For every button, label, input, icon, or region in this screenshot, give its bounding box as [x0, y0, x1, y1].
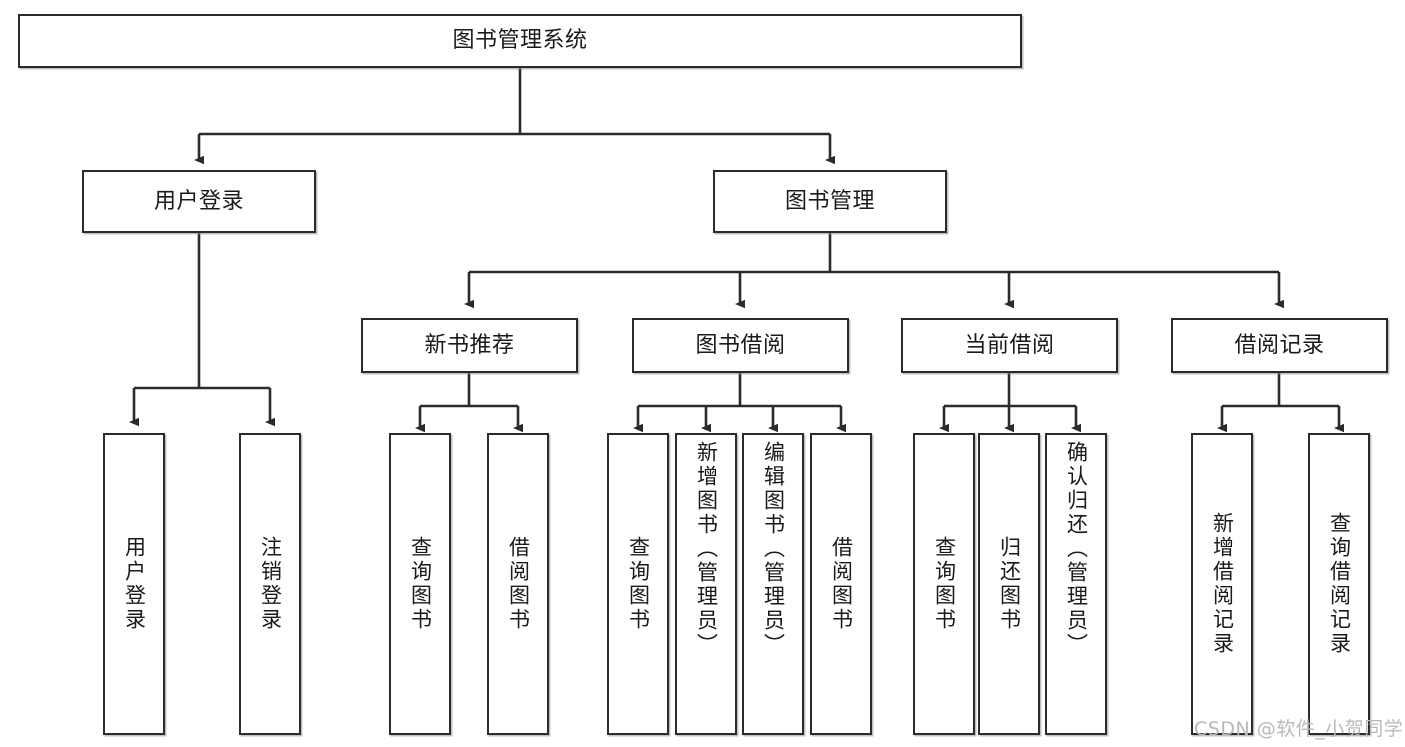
node-user-login[interactable]: 用户登录: [82, 170, 316, 233]
node-book-borrow[interactable]: 图书借阅: [632, 318, 849, 373]
node-label: 用户登录: [122, 536, 147, 632]
node-label: 确认归还（管理员）: [1064, 441, 1089, 657]
leaf-user-login[interactable]: 用户登录: [103, 433, 165, 735]
leaf-borrow-edit-book-admin[interactable]: 编辑图书（管理员）: [742, 433, 804, 735]
node-label: 查询图书: [932, 536, 957, 632]
node-label: 当前借阅: [964, 332, 1055, 358]
node-label: 查询图书: [408, 536, 433, 632]
node-new-book-recommend[interactable]: 新书推荐: [361, 318, 578, 373]
node-label: 查询图书: [626, 536, 651, 632]
node-label: 注销登录: [258, 536, 283, 632]
leaf-borrow-query-book[interactable]: 查询图书: [607, 433, 669, 735]
node-current-borrow[interactable]: 当前借阅: [901, 318, 1118, 373]
node-label: 用户登录: [153, 188, 244, 214]
leaf-borrow-borrow-book[interactable]: 借阅图书: [810, 433, 872, 735]
leaf-records-query-record[interactable]: 查询借阅记录: [1308, 433, 1370, 735]
leaf-user-logout[interactable]: 注销登录: [239, 433, 301, 735]
node-label: 查询借阅记录: [1327, 512, 1352, 656]
node-label: 借阅图书: [829, 536, 854, 632]
csdn-watermark: CSDN @软件_小贺同学: [1194, 718, 1404, 740]
node-label: 新书推荐: [424, 332, 515, 358]
node-root-system[interactable]: 图书管理系统: [18, 14, 1022, 68]
node-label: 借阅图书: [506, 536, 531, 632]
node-label: 新增图书（管理员）: [694, 441, 719, 657]
leaf-current-confirm-return-admin[interactable]: 确认归还（管理员）: [1045, 433, 1107, 735]
node-label: 图书借阅: [695, 332, 786, 358]
leaf-current-return-book[interactable]: 归还图书: [978, 433, 1040, 735]
node-label: 归还图书: [997, 536, 1022, 632]
node-label: 借阅记录: [1234, 332, 1325, 358]
leaf-current-query-book[interactable]: 查询图书: [913, 433, 975, 735]
leaf-newbook-borrow-book[interactable]: 借阅图书: [487, 433, 549, 735]
leaf-newbook-query-book[interactable]: 查询图书: [389, 433, 451, 735]
node-book-management[interactable]: 图书管理: [713, 170, 947, 233]
node-label: 编辑图书（管理员）: [761, 441, 786, 657]
node-label: 新增借阅记录: [1210, 512, 1235, 656]
node-borrow-records[interactable]: 借阅记录: [1171, 318, 1388, 373]
leaf-borrow-add-book-admin[interactable]: 新增图书（管理员）: [675, 433, 737, 735]
node-label: 图书管理系统: [452, 28, 588, 54]
node-label: 图书管理: [784, 188, 875, 214]
leaf-records-add-record[interactable]: 新增借阅记录: [1191, 433, 1253, 735]
